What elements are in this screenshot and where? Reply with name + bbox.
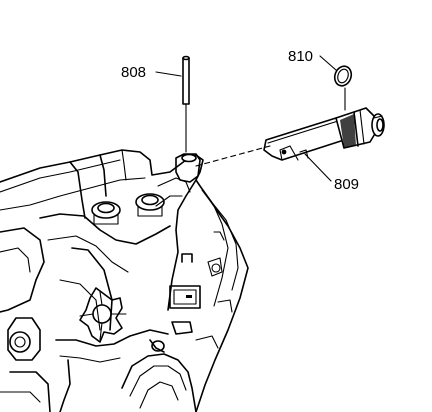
o-ring-810 xyxy=(333,65,353,111)
callout-810: 810 xyxy=(288,48,313,65)
transmission-case xyxy=(0,149,249,412)
retaining-pin-808 xyxy=(182,55,190,153)
sensor-809 xyxy=(263,107,385,161)
callout-810-leader xyxy=(319,55,337,71)
callout-808-leader xyxy=(155,71,182,77)
callout-809: 809 xyxy=(334,176,359,193)
installation-centerline xyxy=(195,145,271,167)
callout-809-leader xyxy=(304,153,332,182)
callout-808: 808 xyxy=(121,64,146,81)
